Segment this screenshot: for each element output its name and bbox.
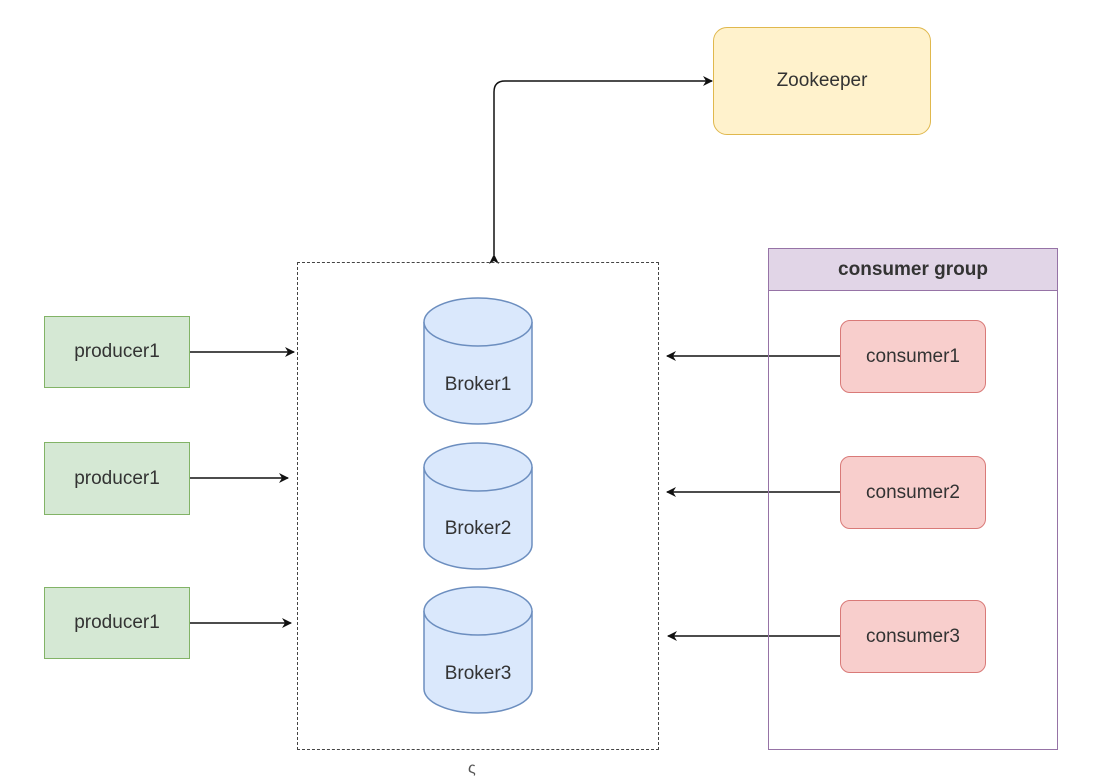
- zookeeper-connector: [489, 76, 713, 264]
- footer-mark: ς: [468, 760, 476, 777]
- consumer-3-label: consumer3: [866, 625, 960, 647]
- consumer-1-node[interactable]: consumer1: [840, 320, 986, 393]
- producer-2-node[interactable]: producer1: [44, 442, 190, 515]
- consumer-group-container: consumer group: [768, 248, 1058, 750]
- consumer-2-label: consumer2: [866, 481, 960, 503]
- consumer-3-node[interactable]: consumer3: [840, 600, 986, 673]
- broker-cluster-boundary: [297, 262, 659, 750]
- consumer-group-title: consumer group: [769, 249, 1057, 291]
- broker-2-label: Broker2: [444, 518, 512, 539]
- broker-1-cylinder[interactable]: [423, 297, 533, 425]
- consumer-1-label: consumer1: [866, 345, 960, 367]
- zookeeper-node[interactable]: Zookeeper: [713, 27, 931, 135]
- consumer-2-node[interactable]: consumer2: [840, 456, 986, 529]
- broker-3-label: Broker3: [444, 663, 512, 684]
- producer-1-node[interactable]: producer1: [44, 316, 190, 388]
- broker-2-cylinder[interactable]: [423, 442, 533, 570]
- zookeeper-label: Zookeeper: [776, 70, 868, 91]
- producer-3-node[interactable]: producer1: [44, 587, 190, 659]
- broker-1-label: Broker1: [444, 374, 512, 395]
- producer-1-label: producer1: [74, 341, 160, 362]
- broker-3-cylinder[interactable]: [423, 586, 533, 714]
- producer-3-label: producer1: [74, 612, 160, 633]
- producer-2-label: producer1: [74, 467, 160, 489]
